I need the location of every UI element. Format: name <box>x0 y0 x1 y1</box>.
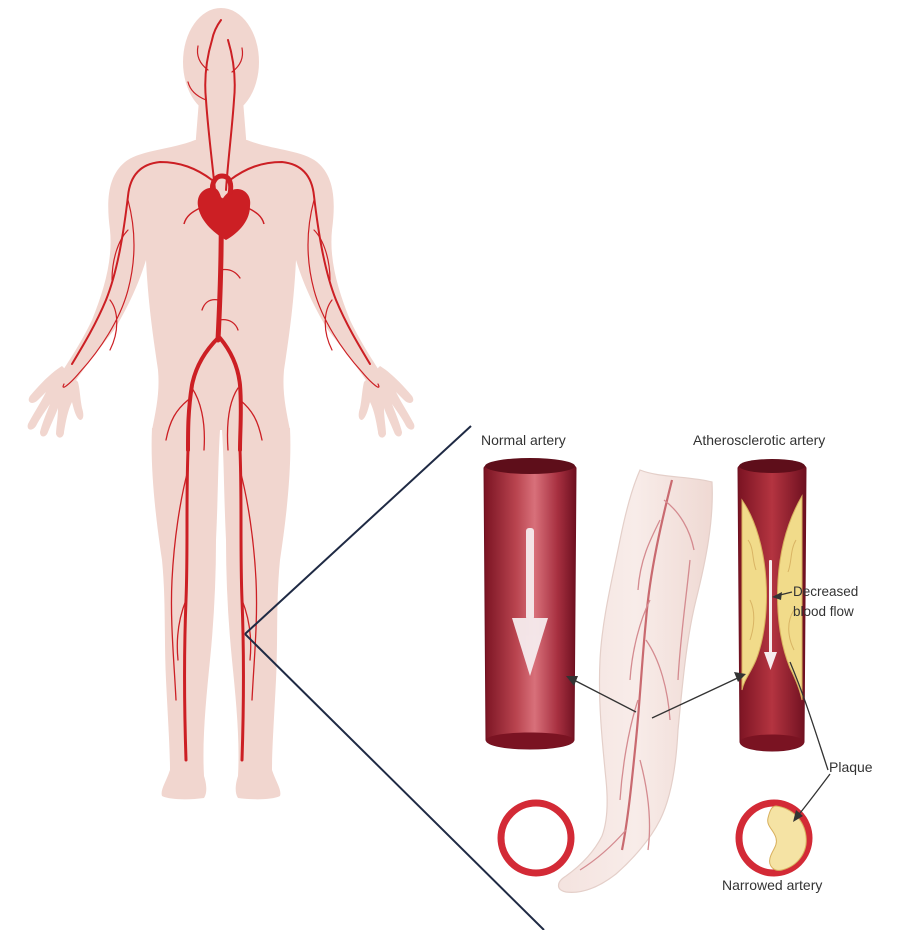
pointer-plaque-lower <box>796 774 830 818</box>
decreased-label-line1: Decreased <box>793 582 858 602</box>
plaque-label: Plaque <box>829 759 873 776</box>
normal-cross-section <box>501 803 571 873</box>
leg-illustration <box>559 470 713 892</box>
narrowed-artery-label: Narrowed artery <box>722 877 822 894</box>
normal-artery-tube <box>484 458 576 749</box>
decreased-blood-flow-label: Decreased blood flow <box>793 582 858 622</box>
decreased-label-line2: blood flow <box>793 602 858 622</box>
normal-artery-label: Normal artery <box>481 432 566 449</box>
normal-tube-bottom <box>486 733 574 750</box>
ath-tube-top-opening <box>739 459 805 473</box>
normal-tube-top-opening <box>485 458 575 474</box>
human-body-silhouette <box>28 8 415 799</box>
head <box>183 8 259 116</box>
atherosclerotic-artery-label: Atherosclerotic artery <box>693 432 825 449</box>
